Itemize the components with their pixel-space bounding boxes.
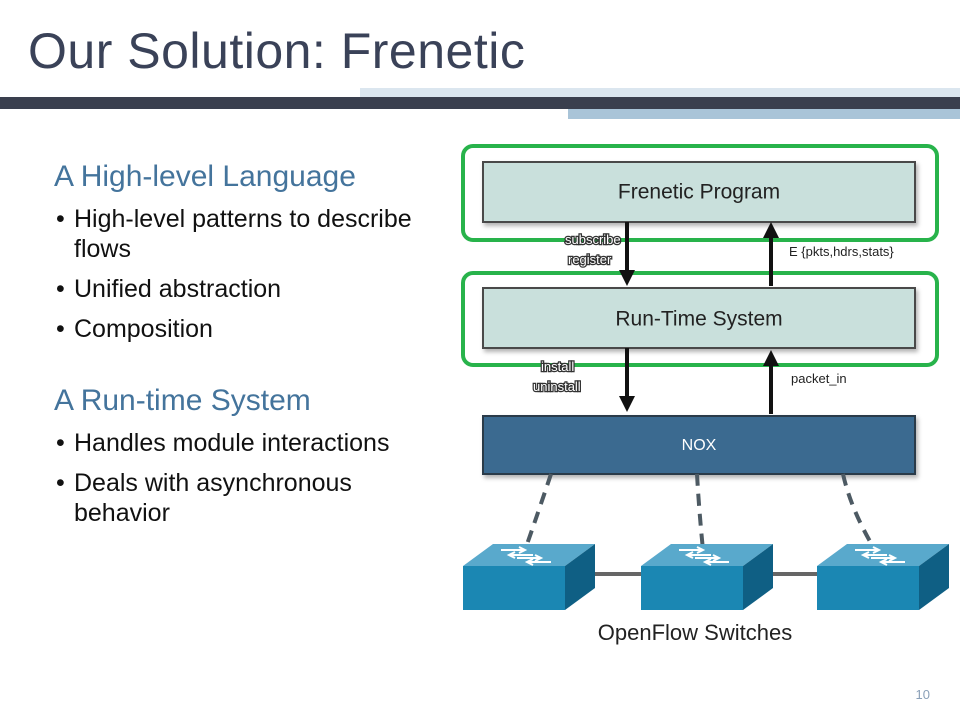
switch-icon bbox=[463, 544, 595, 610]
slide-number: 10 bbox=[915, 687, 930, 702]
bullet-item: High-level patterns to describe flows bbox=[54, 204, 454, 264]
title-accent-light bbox=[360, 88, 960, 97]
title-underline-bar bbox=[0, 97, 960, 109]
link-right bbox=[841, 473, 877, 552]
switches-label: OpenFlow Switches bbox=[598, 620, 792, 645]
bullet-item: Deals with asynchronous behavior bbox=[54, 468, 454, 528]
slide-title: Our Solution: Frenetic bbox=[28, 23, 526, 79]
language-bullets: High-level patterns to describe flows Un… bbox=[54, 204, 454, 344]
switch-icon bbox=[641, 544, 773, 610]
uninstall-label: uninstall bbox=[533, 379, 581, 394]
bullet-content: A High-level Language High-level pattern… bbox=[54, 160, 454, 538]
bullet-item: Handles module interactions bbox=[54, 428, 454, 458]
program-label: Frenetic Program bbox=[618, 181, 780, 204]
link-middle bbox=[695, 473, 705, 551]
switch-icon bbox=[817, 544, 949, 610]
link-left bbox=[523, 473, 553, 551]
runtime-label: Run-Time System bbox=[615, 308, 782, 331]
program-highlight bbox=[461, 144, 939, 242]
runtime-highlight bbox=[461, 271, 939, 367]
nox-box bbox=[482, 415, 916, 475]
architecture-diagram: Frenetic Program Run-Time System NOX sub… bbox=[461, 144, 949, 645]
program-box bbox=[482, 161, 916, 223]
packet-in-label: packet_in bbox=[791, 371, 847, 386]
register-label: register bbox=[568, 252, 612, 267]
section-heading-runtime: A Run-time System bbox=[54, 384, 311, 417]
events-label: E {pkts,hdrs,stats} bbox=[789, 244, 894, 259]
section-heading-language: A High-level Language bbox=[54, 160, 356, 193]
runtime-box bbox=[482, 287, 916, 349]
runtime-bullets: Handles module interactions Deals with a… bbox=[54, 428, 454, 528]
bullet-item: Composition bbox=[54, 314, 454, 344]
title-accent-bar bbox=[568, 109, 960, 119]
subscribe-label: subscribe bbox=[565, 232, 621, 247]
nox-label: NOX bbox=[682, 437, 717, 454]
bullet-item: Unified abstraction bbox=[54, 274, 454, 304]
install-label: install bbox=[541, 359, 574, 374]
